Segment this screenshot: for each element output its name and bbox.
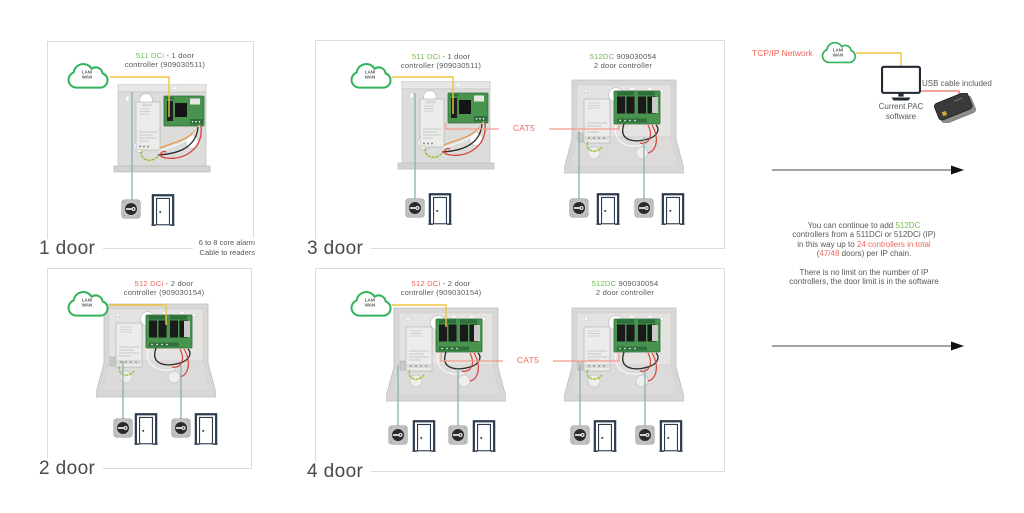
card-reader-icon: [570, 425, 590, 445]
controller-title: 511 DCi - 1 door controller (909030511): [400, 52, 482, 71]
card-reader-icon: [171, 418, 191, 438]
panel-label-2-door: 2 door: [39, 459, 104, 479]
panel-2-door: LAN/WAN 512 DCi - 2 door controller (909…: [39, 268, 252, 479]
controller-enclosure-illustration: [564, 307, 684, 402]
cat5-label: CAT5: [499, 123, 549, 133]
cloud-label: LAN/WAN: [364, 69, 376, 80]
usb-desktop-reader-icon: [933, 93, 977, 123]
panel-2-illustration: [67, 290, 218, 446]
card-reader-icon: [569, 198, 589, 218]
card-reader-icon: [405, 198, 425, 218]
door-icon: [659, 420, 683, 453]
flow-arrow-icon: [772, 341, 964, 351]
card-reader-icon: [634, 198, 654, 218]
card-reader-icon: [121, 199, 141, 219]
cloud-label: LAN/WAN: [364, 297, 376, 308]
door-icon: [134, 413, 158, 446]
panel-1-illustration: [67, 62, 211, 227]
controller-title: 512DC 909030054 2 door controller: [589, 52, 657, 71]
lan-wire: [110, 76, 170, 117]
door-icon: [194, 413, 218, 446]
card-reader-icon: [635, 425, 655, 445]
controller-title: 512 DCi - 2 door controller (909030154): [400, 279, 482, 298]
cloud-label: LAN/WAN: [81, 69, 93, 80]
lan-wire: [392, 304, 447, 327]
network-illustration: [821, 41, 977, 123]
panel-3-door: LAN/WAN 511 DCi - 1 door controller (909…: [307, 40, 725, 259]
door-icon: [151, 194, 175, 227]
panel-label-1-door: 1 door: [39, 239, 104, 259]
controller-title: 512 DCi - 2 door controller (909030154): [123, 279, 205, 298]
reader-cable-annotation: 6 to 8 core alarm Cable to readers: [192, 238, 255, 258]
door-icon: [593, 420, 617, 453]
expansion-note: You can continue to add 512DC controller…: [789, 221, 939, 287]
lan-wire: [856, 52, 902, 66]
usb-cable-label: USB cable included: [922, 79, 992, 88]
door-icon: [412, 420, 436, 453]
flow-arrow-icon: [772, 165, 964, 175]
door-icon: [428, 193, 452, 226]
cloud-label: LAN/WAN: [81, 297, 93, 308]
card-reader-icon: [388, 425, 408, 445]
controller-enclosure-illustration: [564, 79, 684, 174]
door-icon: [661, 193, 685, 226]
panel-3-illustration: [350, 62, 685, 226]
panel-1-door: LAN/WAN 511 DCi - 1 door controller (909…: [39, 41, 255, 259]
lan-wire: [392, 76, 454, 114]
cloud-label: LAN/WAN: [832, 47, 844, 58]
door-icon: [472, 420, 496, 453]
computer-monitor-icon: [881, 65, 921, 102]
controller-title: 511 DCi - 1 door controller (909030511): [124, 51, 206, 70]
card-reader-icon: [113, 418, 133, 438]
cat5-label: CAT5: [503, 355, 553, 365]
controller-title: 512DC 909030054 2 door controller: [591, 279, 659, 298]
software-label: Current PAC software: [878, 102, 924, 121]
card-reader-icon: [448, 425, 468, 445]
lan-wire: [109, 304, 167, 325]
panel-label-3-door: 3 door: [307, 239, 372, 259]
controller-enclosure-illustration: [113, 84, 211, 173]
controller-enclosure-illustration: [96, 303, 216, 398]
door-icon: [596, 193, 620, 226]
panel-label-4-door: 4 door: [307, 462, 372, 482]
panel-4-door: LAN/WAN 512 DCi - 2 door controller (909…: [307, 268, 725, 482]
tcpip-network-label: TCP/IP Network: [752, 48, 813, 58]
